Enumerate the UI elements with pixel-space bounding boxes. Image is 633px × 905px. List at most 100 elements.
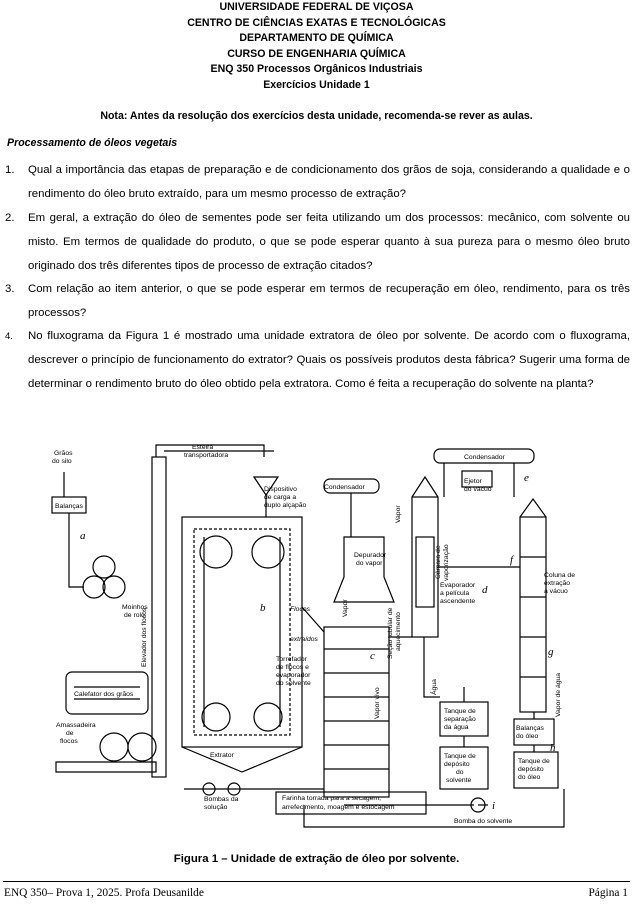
oil-tank — [513, 751, 559, 789]
label-condenser-1: Condensador — [324, 484, 366, 491]
department-name: DEPARTAMENTO DE QUÍMICA — [239, 32, 394, 44]
label-grains-2: do silo — [52, 458, 72, 465]
question-text: Com relação ao item anterior, o que se p… — [28, 283, 630, 319]
letter-g: g — [548, 646, 554, 658]
press-roll — [99, 732, 129, 762]
extractor-wheel — [251, 535, 285, 569]
extractor-wheel — [199, 535, 233, 569]
letter-i: i — [492, 800, 495, 812]
label-oil-balance: Balanças — [516, 725, 545, 732]
press-roll — [127, 732, 157, 762]
label-evaporator: Evaporador — [440, 582, 476, 589]
subject-name: ENQ 350 Processos Orgânicos Industriais — [210, 63, 423, 75]
label-conveyor-2: transportadora — [184, 452, 228, 459]
label-sep-tank-3: da água — [444, 724, 469, 731]
question-4: 4. No fluxograma da Figura 1 é mostrado … — [5, 325, 630, 396]
meal-outlet-box — [275, 791, 427, 815]
label-purifier: Depurador — [354, 552, 387, 559]
label-ejector-2: do vácuo — [464, 486, 492, 493]
note: Nota: Antes da resolução dos exercícios … — [100, 110, 533, 122]
letter-b: b — [260, 602, 266, 614]
label-oil-tank-2: depósito — [518, 766, 544, 773]
extractor-body — [181, 516, 303, 748]
label-loading-device: Dispositivo — [264, 486, 297, 493]
university-name: UNIVERSIDADE FEDERAL DE VIÇOSA — [219, 1, 414, 13]
label-extracted-flakes: Flocos — [290, 606, 311, 613]
section-title: Processamento de óleos vegetais — [7, 137, 178, 149]
letter-f: f — [510, 554, 515, 566]
label-conveyor: Esteira — [192, 444, 213, 451]
label-pumps: Bombas da — [204, 796, 239, 803]
question-number: 3. — [5, 283, 15, 295]
oil-balance — [513, 718, 555, 746]
figure-caption: Figura 1 – Unidade de extração de óleo p… — [173, 853, 460, 865]
label-heating-section-2: aquecimento — [395, 612, 402, 651]
flake-elevator — [151, 456, 167, 778]
label-loading-device-3: duplo alçapão — [264, 502, 307, 509]
label-solvent-tank-3: do — [456, 769, 464, 776]
letter-e: e — [524, 472, 529, 484]
label-toaster-4: do solvente — [276, 680, 311, 687]
label-solvent-pump: Bomba do solvente — [454, 818, 512, 825]
label-vapor-chamber: Câmara de — [435, 545, 442, 579]
steam-separator — [333, 536, 395, 603]
label-condenser-2: Condensador — [464, 454, 506, 461]
label-kneader-2: de — [66, 730, 74, 737]
label-toaster-2: de flocos e — [276, 664, 309, 671]
page-number: Página 1 — [588, 887, 628, 899]
label-column-2: extração — [544, 580, 570, 587]
question-1: 1. Qual a importância das etapas de prep… — [5, 159, 630, 207]
label-sep-tank-2: separação — [444, 716, 476, 723]
letter-a: a — [80, 530, 86, 542]
label-mills: Moinhos — [122, 604, 148, 611]
label-water-vapor: Vapor de água — [555, 673, 562, 717]
label-grains: Grãos — [54, 450, 73, 457]
label-column-3: a vácuo — [544, 588, 568, 595]
mill-roller — [102, 575, 126, 599]
label-steam-2: Vapor — [395, 505, 402, 523]
question-number: 1. — [5, 164, 15, 176]
label-extractor: Extrator — [210, 752, 235, 759]
label-evaporator-3: ascendente — [440, 598, 475, 605]
label-loading-device-2: de carga a — [264, 494, 296, 501]
vacuum-stripping-column — [519, 516, 547, 713]
label-live-steam: Vapor vivo — [374, 687, 381, 719]
label-vapor-chamber-2: vaporização — [443, 544, 450, 581]
question-text: Em geral, a extração do óleo de sementes… — [28, 212, 630, 272]
meal-toaster — [323, 626, 390, 798]
label-heating-section: Seção tubular de — [387, 607, 394, 659]
condenser-2 — [433, 448, 535, 464]
letter-h: h — [550, 742, 556, 754]
label-mills-2: de rolo — [124, 612, 145, 619]
label-toaster-3: evaporador — [276, 672, 311, 679]
label-ejector: Ejetor — [464, 478, 482, 485]
label-oil-tank: Tanque de — [518, 758, 550, 765]
center-name: CENTRO DE CIÊNCIAS EXATAS E TECNOLÓGICAS — [187, 16, 446, 29]
letter-d: d — [482, 584, 488, 596]
footer-left: ENQ 350– Prova 1, 2025. Profa Deusanilde — [4, 887, 204, 899]
label-solvent-tank-4: solvente — [446, 777, 472, 784]
label-balance: Balanças — [55, 503, 84, 510]
label-kneader: Amassadeira — [56, 722, 96, 729]
vacuum-ejector — [461, 470, 493, 488]
label-evaporator-2: a película — [440, 590, 469, 597]
label-purifier-2: do vapor — [356, 560, 383, 567]
label-heater: Calefator dos grãos — [74, 691, 134, 698]
mill-roller — [82, 575, 106, 599]
grain-heater — [65, 671, 149, 715]
label-water: Água — [429, 679, 438, 695]
document-header: UNIVERSIDADE FEDERAL DE VIÇOSA CENTRO DE… — [0, 0, 633, 93]
letter-c: c — [370, 650, 375, 662]
label-steam-1: Vapor — [342, 599, 349, 617]
label-toaster: Torrefador — [276, 656, 308, 663]
question-2: 2. Em geral, a extração do óleo de semen… — [5, 207, 630, 278]
label-solvent-tank: Tanque de — [444, 753, 476, 760]
label-extracted-flakes-2: extraídos — [290, 636, 319, 643]
footer-rule — [3, 881, 630, 882]
course-name: CURSO DE ENGENHARIA QUÍMICA — [227, 47, 406, 60]
label-column: Coluna de — [544, 572, 575, 579]
label-elevator: Elevador dos flocos — [141, 607, 148, 667]
question-text: No fluxograma da Figura 1 é mostrado uma… — [28, 330, 630, 390]
label-sep-tank: Tanque de — [444, 708, 476, 715]
label-solvent-tank-2: depósito — [444, 761, 470, 768]
